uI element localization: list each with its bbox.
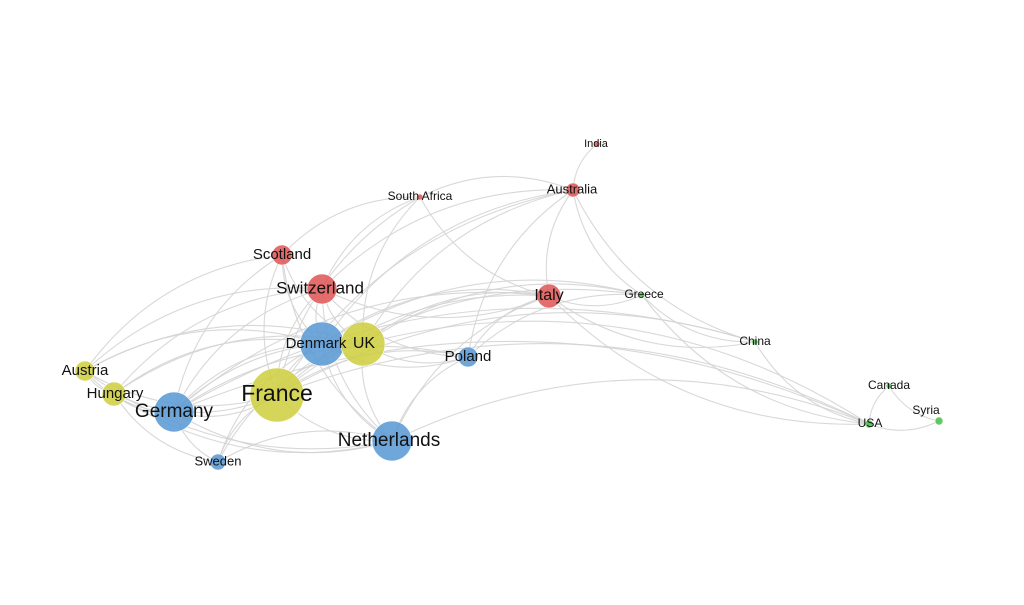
node-label-france: France: [241, 380, 313, 406]
node-usa[interactable]: [864, 419, 874, 429]
node-sweden[interactable]: [209, 453, 227, 471]
node-netherlands[interactable]: [371, 420, 413, 462]
node-switzerland[interactable]: [306, 273, 338, 305]
node-label-sweden: Sweden: [195, 453, 242, 468]
node-label-austria: Austria: [62, 362, 109, 379]
edge-greece-usa: [641, 294, 870, 425]
node-label-poland: Poland: [445, 348, 492, 365]
edge-switzerland-hungary: [113, 288, 323, 395]
node-uk[interactable]: [340, 321, 386, 367]
edge-australia-uk: [362, 189, 574, 345]
node-poland[interactable]: [457, 346, 479, 368]
edge-switzerland-netherlands: [321, 288, 393, 442]
edge-south-africa-switzerland: [321, 196, 421, 290]
edge-china-germany: [173, 307, 756, 413]
node-layer: [74, 140, 944, 471]
edge-greece-china: [641, 294, 756, 343]
node-label-usa: USA: [858, 416, 883, 430]
node-label-switzerland: Switzerland: [276, 278, 364, 297]
node-label-scotland: Scotland: [253, 246, 311, 263]
edge-italy-usa: [548, 295, 870, 425]
node-hungary[interactable]: [101, 381, 127, 407]
edge-australia-greece: [572, 189, 643, 296]
edge-italy-france: [276, 294, 550, 396]
edge-australia-poland: [467, 189, 574, 358]
edge-china-usa: [754, 341, 870, 425]
node-canada[interactable]: [885, 382, 893, 390]
edge-australia-switzerland: [321, 189, 574, 290]
edge-hungary-sweden: [113, 393, 219, 463]
edge-south-africa-italy: [419, 196, 550, 297]
node-label-china: China: [739, 334, 771, 348]
node-label-india: India: [584, 138, 609, 150]
node-label-germany: Germany: [135, 401, 214, 422]
node-label-south-africa: South Africa: [388, 189, 453, 203]
node-label-italy: Italy: [534, 287, 563, 304]
edge-south-africa-scotland: [281, 196, 421, 256]
node-france[interactable]: [249, 367, 305, 423]
node-scotland[interactable]: [271, 244, 293, 266]
edge-italy-netherlands: [391, 295, 550, 442]
edge-usa-syria: [868, 420, 940, 431]
edge-usa-netherlands: [391, 379, 870, 442]
node-syria[interactable]: [934, 416, 944, 426]
node-label-canada: Canada: [868, 378, 910, 392]
node-india[interactable]: [593, 140, 601, 148]
edge-germany-netherlands: [173, 411, 393, 454]
edge-layer: [84, 143, 940, 463]
node-label-denmark: Denmark: [286, 335, 347, 352]
node-label-hungary: Hungary: [87, 385, 144, 402]
node-label-syria: Syria: [912, 403, 940, 417]
edge-australia-china: [572, 189, 756, 343]
edge-australia-south-africa: [419, 175, 574, 198]
edge-greece-uk: [362, 283, 643, 345]
edge-switzerland-poland: [321, 288, 469, 358]
edge-canada-syria: [888, 385, 940, 422]
node-label-netherlands: Netherlands: [338, 430, 440, 451]
edge-switzerland-austria: [84, 287, 323, 372]
node-label-uk: UK: [353, 335, 376, 352]
edge-netherlands-sweden: [217, 430, 393, 463]
edge-switzerland-germany: [173, 288, 323, 413]
node-austria[interactable]: [74, 360, 96, 382]
edge-scotland-germany: [173, 254, 283, 413]
edge-scotland-austria: [84, 254, 283, 372]
node-germany[interactable]: [153, 391, 195, 433]
node-label-greece: Greece: [624, 287, 664, 301]
node-label-australia: Australia: [547, 181, 598, 196]
edge-usa-uk: [362, 320, 870, 425]
node-china[interactable]: [751, 338, 759, 346]
node-australia[interactable]: [565, 182, 581, 198]
edge-italy-china: [548, 295, 756, 349]
edge-australia-denmark: [321, 189, 574, 345]
node-greece[interactable]: [638, 291, 646, 299]
node-south-africa[interactable]: [416, 193, 424, 201]
edge-hungary-netherlands: [113, 393, 393, 454]
node-italy[interactable]: [536, 283, 562, 309]
edge-south-africa-uk: [362, 196, 421, 345]
edge-greece-denmark: [321, 279, 643, 345]
